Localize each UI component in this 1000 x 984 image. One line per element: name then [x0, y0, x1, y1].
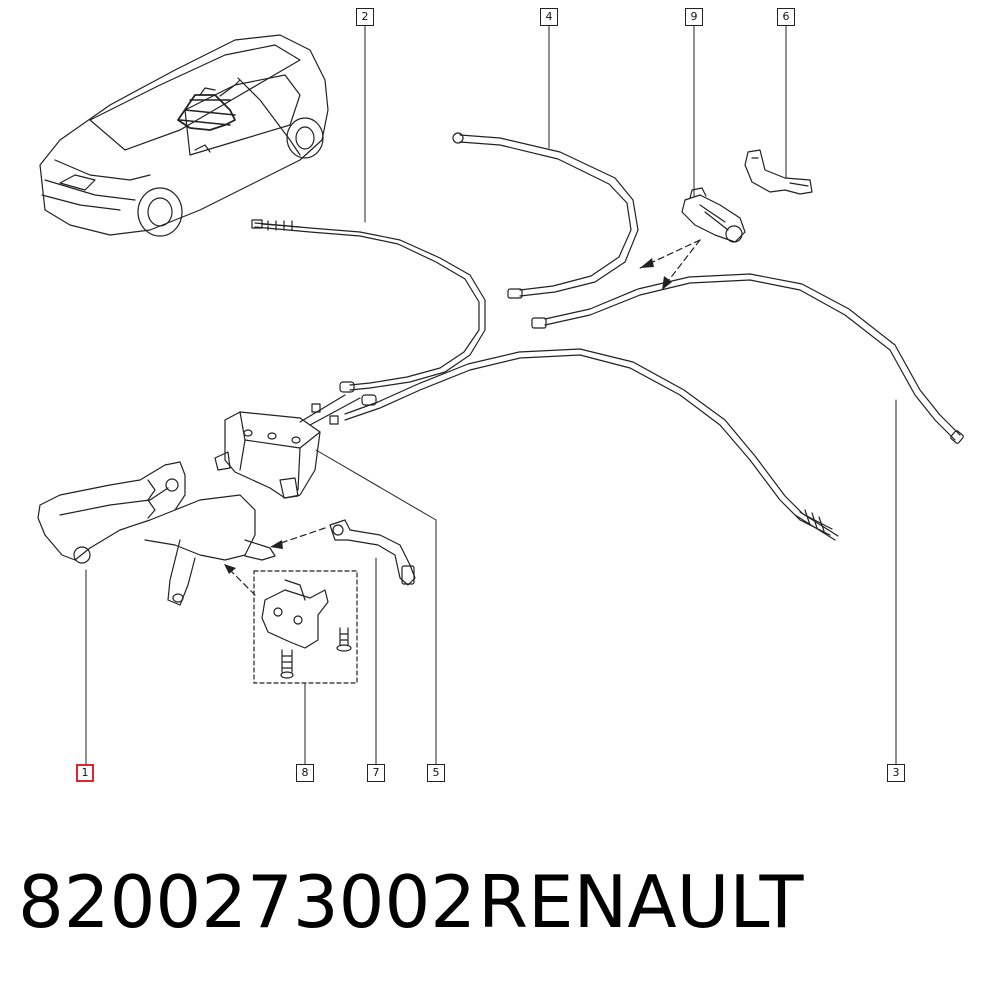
brand-name: RENAULT — [478, 860, 804, 944]
part-5-housing — [214, 381, 377, 499]
callout-5: 5 — [427, 764, 445, 782]
car-illustration — [39, 34, 329, 237]
callout-8: 8 — [296, 764, 314, 782]
part-7-link — [329, 519, 416, 586]
part-8-bracket-kit — [253, 570, 358, 684]
part-1-lever — [37, 461, 276, 606]
part-9-bushing — [681, 187, 746, 243]
lower-cable — [344, 348, 839, 541]
callout-6: 6 — [777, 8, 795, 26]
callout-3: 3 — [887, 764, 905, 782]
part-number: 8200273002 — [18, 860, 477, 944]
callout-1: 1 — [76, 764, 94, 782]
leader-lines — [85, 25, 897, 765]
part-4-cable — [452, 132, 639, 299]
callout-7: 7 — [367, 764, 385, 782]
part-6-bracket — [744, 149, 813, 195]
part-2-cable — [251, 219, 486, 391]
callout-2: 2 — [356, 8, 374, 26]
part-3-cable — [531, 273, 964, 444]
callout-4: 4 — [540, 8, 558, 26]
callout-9: 9 — [685, 8, 703, 26]
arrow-heads — [224, 258, 672, 574]
